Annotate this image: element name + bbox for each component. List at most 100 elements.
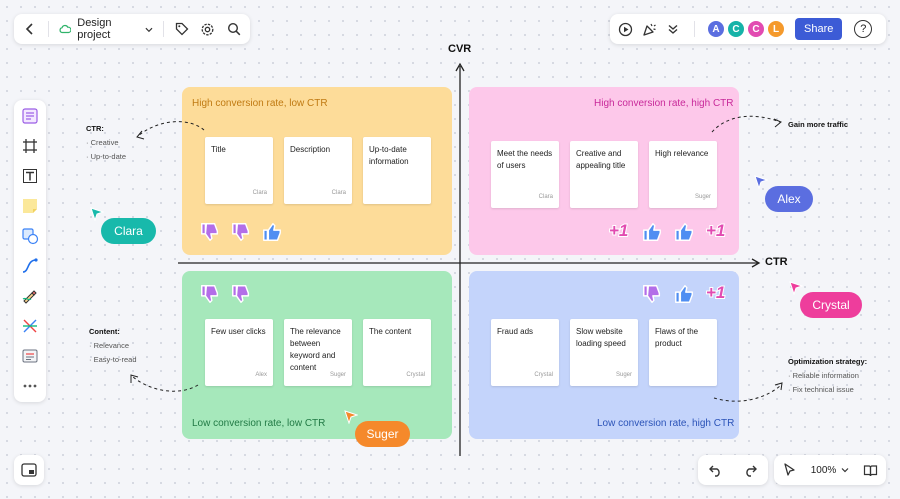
sticky-note[interactable]: Fraud ads Crystal (491, 319, 559, 386)
zoom-level: 100% (810, 464, 837, 476)
note-text: Few user clicks (211, 327, 266, 336)
x-axis-label: CTR (765, 256, 788, 268)
quadrant-title-tr: High conversion rate, high CTR (594, 98, 734, 109)
cloud-icon (59, 24, 72, 34)
thumbs-down-icon (201, 285, 219, 303)
minimap-toggle[interactable] (14, 455, 44, 485)
annotation-heading: Optimization strategy: (788, 357, 868, 366)
book-icon[interactable] (862, 461, 880, 479)
sticky-note[interactable]: Title Clara (205, 137, 273, 204)
celebrate-icon[interactable] (640, 20, 658, 38)
sticky-note[interactable]: High relevance Suger (649, 141, 717, 208)
template-icon[interactable] (20, 106, 40, 126)
annotation-item: · Fix technical issue (788, 385, 854, 394)
note-author: Suger (329, 372, 346, 378)
collaborator-badge-alex: Alex (765, 186, 813, 212)
avatar[interactable]: C (727, 20, 745, 38)
play-icon[interactable] (616, 20, 634, 38)
annotation-ctr: CTR: · Creative · Up-to-date (86, 122, 126, 164)
thumbs-down-icon (201, 223, 219, 241)
thumbs-down-icon (232, 223, 250, 241)
redo-icon[interactable] (742, 461, 760, 479)
more-icon[interactable] (20, 376, 40, 396)
undo-icon[interactable] (707, 461, 725, 479)
header-left-panel: Design project (14, 14, 250, 44)
double-chevron-down-icon[interactable] (664, 20, 682, 38)
sticky-note[interactable]: Description Clara (284, 137, 352, 204)
project-name: Design project (77, 17, 112, 41)
divider (694, 21, 695, 37)
note-author: Clara (331, 190, 346, 196)
divider (162, 21, 164, 37)
select-pointer-icon[interactable] (780, 461, 798, 479)
note-author: Alex (255, 372, 267, 378)
sticky-note[interactable]: Slow website loading speed Suger (570, 319, 638, 386)
sticky-note[interactable]: Creative and appealing title (570, 141, 638, 208)
frame-icon[interactable] (20, 136, 40, 156)
avatar[interactable]: C (747, 20, 765, 38)
note-text: Slow website loading speed (576, 327, 626, 348)
cursor-pointer-icon (754, 175, 768, 189)
cursor-pointer-icon (789, 281, 803, 295)
annotation-item: · Relevance (89, 341, 130, 350)
sticky-note[interactable]: Few user clicks Alex (205, 319, 273, 386)
help-icon[interactable]: ? (854, 20, 873, 38)
chevron-down-icon (145, 27, 153, 32)
sticky-note[interactable]: The relevance between keyword and conten… (284, 319, 352, 386)
pen-icon[interactable] (20, 286, 40, 306)
thumbs-down-icon (232, 285, 250, 303)
note-text: High relevance (655, 149, 709, 158)
annotation-optimization: Optimization strategy: · Reliable inform… (788, 355, 867, 397)
divider (48, 21, 49, 37)
sticky-note[interactable]: Up-to-date information (363, 137, 431, 204)
chevron-down-icon (841, 468, 849, 473)
annotation-heading: CTR: (86, 124, 104, 133)
note-text: Title (211, 145, 226, 154)
note-author: Crystal (534, 372, 553, 378)
thumbs-up-icon (263, 223, 281, 241)
collaborator-badge-crystal: Crystal (800, 292, 862, 318)
sticky-note[interactable]: Meet the needs of users Clara (491, 141, 559, 208)
zoom-selector[interactable]: 100% (811, 465, 850, 476)
project-selector[interactable]: Design project (59, 17, 153, 41)
share-button[interactable]: Share (795, 18, 843, 40)
thumbs-down-icon (643, 285, 661, 303)
thumbs-up-icon (675, 223, 693, 241)
header-right-panel: A C C L Share ? (610, 14, 886, 44)
shape-icon[interactable] (20, 226, 40, 246)
thumbs-up-icon (675, 285, 693, 303)
mind-map-icon[interactable] (20, 316, 40, 336)
note-text: Up-to-date information (369, 145, 409, 166)
note-text: The content (369, 327, 412, 336)
quadrant-title-bl: Low conversion rate, low CTR (192, 418, 326, 429)
text-icon[interactable] (20, 166, 40, 186)
y-axis-label: CVR (448, 43, 472, 55)
note-text: Fraud ads (497, 327, 534, 336)
tool-sidebar (14, 100, 46, 402)
note-author: Suger (694, 194, 711, 200)
avatar[interactable]: A (707, 20, 725, 38)
annotation-heading: Content: (89, 327, 120, 336)
connector-line-icon[interactable] (20, 256, 40, 276)
sticky-note-icon[interactable] (20, 196, 40, 216)
annotation-item: · Easy-to-read (89, 355, 137, 364)
note-author: Suger (615, 372, 632, 378)
gear-icon[interactable] (200, 20, 216, 38)
annotation-item: · Reliable information (788, 371, 859, 380)
table-icon[interactable] (20, 346, 40, 366)
quadrant-title-tl: High conversion rate, low CTR (192, 98, 328, 109)
sticky-note[interactable]: Flaws of the product (649, 319, 717, 386)
annotation-content: Content: · Relevance · Easy-to-read (89, 325, 137, 367)
search-icon[interactable] (226, 20, 242, 38)
history-controls (698, 455, 768, 485)
tag-icon[interactable] (174, 20, 190, 38)
avatar[interactable]: L (767, 20, 785, 38)
note-text: Meet the needs of users (497, 149, 553, 170)
cursor-pointer-icon (90, 207, 104, 221)
sticky-note[interactable]: The content Crystal (363, 319, 431, 386)
cursor-pointer-icon (344, 410, 358, 424)
back-arrow-icon[interactable] (22, 20, 38, 38)
note-author: Clara (252, 190, 267, 196)
annotation-gain: Gain more traffic (788, 118, 848, 132)
zoom-controls: 100% (774, 455, 886, 485)
